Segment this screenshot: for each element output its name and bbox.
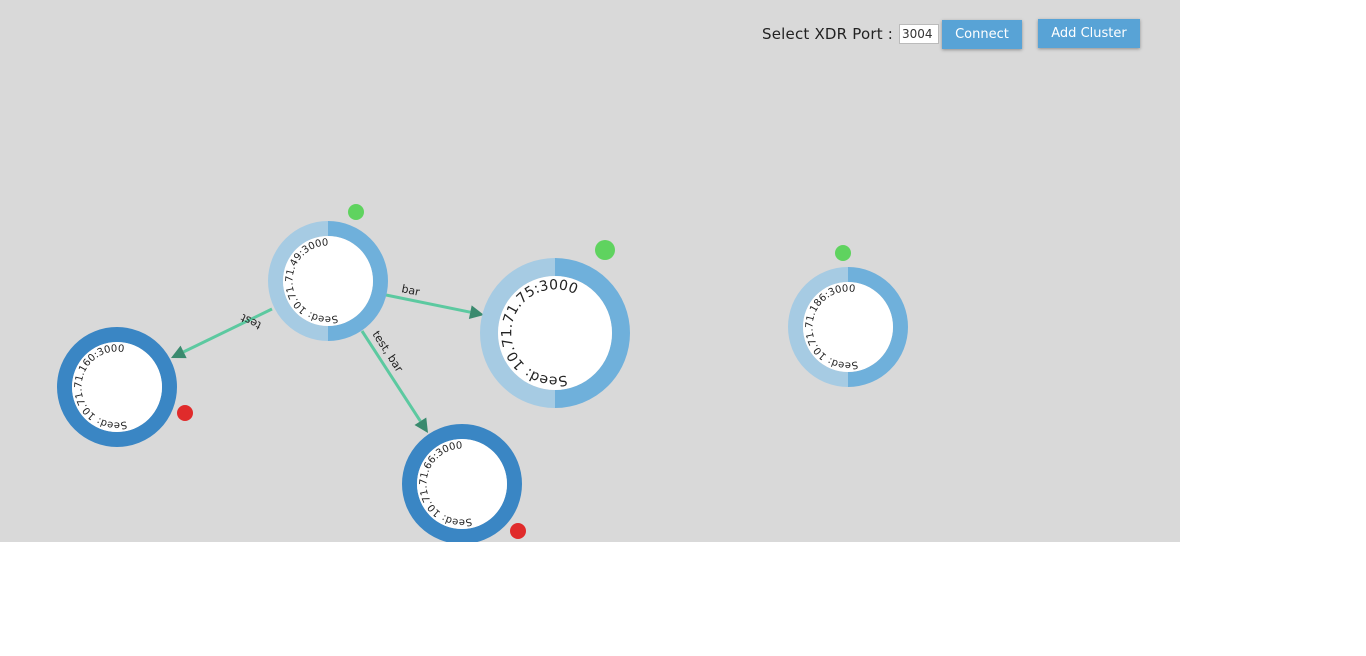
node-ring-left [268,221,329,341]
cluster-node-n160[interactable]: Seed: 10.71.71.160:3000 [57,327,194,447]
arrowhead-icon [171,345,187,359]
arrowhead-icon [414,417,428,433]
connect-button[interactable]: Connect [942,20,1022,49]
status-ok-icon [835,245,851,261]
edge-line [385,293,471,314]
node-ring [402,424,522,542]
node-ring-left [480,258,556,408]
edge-n49-n75: bar [385,282,484,320]
status-error-icon [177,405,193,421]
status-error-icon [510,523,526,539]
xdr-port-toolbar: Select XDR Port : [762,18,940,50]
node-core [283,236,373,326]
xdr-port-label: Select XDR Port : [762,25,894,43]
add-cluster-button[interactable]: Add Cluster [1038,19,1140,48]
edge-line [182,307,273,354]
arrowhead-icon [468,305,484,320]
node-ring-left [788,267,849,387]
cluster-node-n186[interactable]: Seed: 10.71.71.186:3000 [788,245,908,387]
xdr-port-input[interactable] [899,24,940,44]
node-core [72,342,162,432]
status-ok-icon [348,204,364,220]
node-ring-right [554,258,630,408]
status-ok-icon [595,240,615,260]
cluster-node-n49[interactable]: Seed: 10.71.71.49:3000 [268,204,388,341]
edge-n49-n66: test, bar [360,329,428,433]
cluster-node-n66[interactable]: Seed: 10.71.71.66:3000 [402,424,527,542]
edge-line [360,330,422,423]
cluster-node-n75[interactable]: Seed: 10.71.71.75:3000 [480,240,630,408]
node-ring [57,327,177,447]
node-core [803,282,893,372]
node-ring-right [327,221,388,341]
edge-n49-n160: test [171,307,273,359]
edge-label: bar [400,282,421,299]
node-core [498,276,612,390]
node-ring-right [847,267,908,387]
node-core [417,439,507,529]
